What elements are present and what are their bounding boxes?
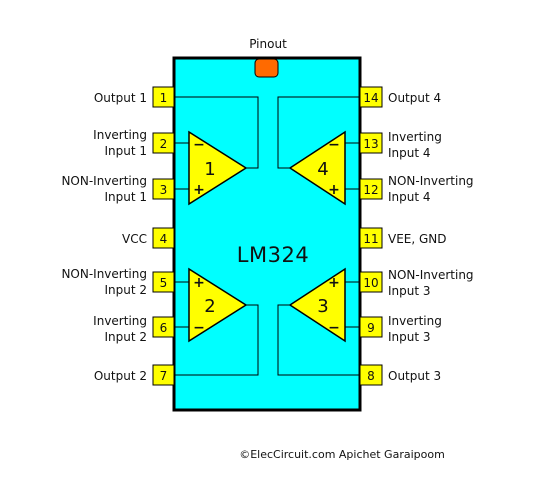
pin-8-box [359,364,383,386]
pin-3: 3 NON-Inverting Input 1 [61,174,175,204]
pin-9-label-line2: Input 3 [388,330,431,344]
right-pins: 14 Output 4 13 Inverting Input 4 12 NON-… [359,86,474,386]
pin-2-label-line1: Inverting [93,128,147,142]
pin-14-number: 14 [363,91,378,105]
wire-opamp2-output [174,304,259,376]
pin-2-label-line2: Input 1 [104,144,147,158]
pin-13-number: 13 [363,137,378,151]
ic-notch [254,58,279,78]
opamp-3-label: 3 [317,296,328,317]
pin-14-label: Output 4 [388,91,441,105]
pin-10-number: 10 [363,276,378,290]
opamp-4-label: 4 [317,159,328,180]
pin-12-label-line1: NON-Inverting [388,174,474,188]
pin-7-number: 7 [160,369,168,383]
pin-9-number: 9 [367,321,375,335]
pin-5: 5 NON-Inverting Input 2 [61,267,175,297]
opamp-2-bottom-sign: − [193,320,205,336]
pin-10-box [359,271,383,293]
pin-4-label: VCC [122,232,147,246]
pin-4-box [152,227,175,249]
pin-13-label-line1: Inverting [388,130,442,144]
opamp-1-symbol [188,130,248,206]
opamp-3-top-sign: + [328,275,340,291]
pin-9-box [359,316,383,338]
pin-14-box [359,86,383,108]
pin-3-label-line2: Input 1 [104,190,147,204]
pin-8-number: 8 [367,369,375,383]
pin-2-box [152,132,175,154]
opamp-4-symbol [288,130,346,206]
pin-3-box [152,178,175,200]
pin-6-box [152,316,175,338]
opamp-1-bottom-sign: + [193,182,205,198]
pin-6: 6 Inverting Input 2 [93,314,175,344]
pin-7: 7 Output 2 [94,364,175,386]
pin-11: 11 VEE, GND [359,227,447,249]
pin-4-number: 4 [160,232,168,246]
wire-opamp1-output [174,96,259,169]
pin-1-label: Output 1 [94,91,147,105]
internal-wiring [174,96,360,376]
pin-5-box [152,271,175,293]
pin-6-label-line1: Inverting [93,314,147,328]
pin-8: 8 Output 3 [359,364,441,386]
pin-12-box [359,178,383,200]
pin-11-box [359,227,383,249]
pin-2-number: 2 [160,137,168,151]
opamp-1-top-sign: − [193,137,205,153]
pin-13-box [359,132,383,154]
pin-13: 13 Inverting Input 4 [359,130,442,160]
pin-12-label-line2: Input 4 [388,190,431,204]
pin-10: 10 NON-Inverting Input 3 [359,268,474,298]
pin-6-label-line2: Input 2 [104,330,147,344]
pin-11-number: 11 [363,232,378,246]
opamp-3: + − 3 [288,267,346,343]
pin-5-number: 5 [160,276,168,290]
ic-body [172,56,362,412]
pin-10-label-line2: Input 3 [388,284,431,298]
pin-10-label-line1: NON-Inverting [388,268,474,282]
opamp-4-bottom-sign: + [328,182,340,198]
pin-3-number: 3 [160,183,168,197]
pin-13-label-line2: Input 4 [388,146,431,160]
pin-9: 9 Inverting Input 3 [359,314,442,344]
opamp-1: − + 1 [188,130,248,206]
pin-4: 4 VCC [122,227,175,249]
pin-1: 1 Output 1 [94,86,175,108]
left-pins: 1 Output 1 2 Inverting Input 1 3 NON-Inv… [61,86,175,386]
pin-1-number: 1 [160,91,168,105]
opamp-3-bottom-sign: − [328,320,340,336]
opamp-2-label: 2 [204,296,215,317]
opamp-1-label: 1 [204,159,215,180]
opamp-4-top-sign: − [328,137,340,153]
opamp-4: − + 4 [288,130,346,206]
pin-9-label-line1: Inverting [388,314,442,328]
chip-name: LM324 [237,243,309,267]
pin-3-label-line1: NON-Inverting [61,174,147,188]
pin-2: 2 Inverting Input 1 [93,128,175,158]
wire-opamp4-output [277,96,360,169]
pin-14: 14 Output 4 [359,86,441,108]
pin-5-label-line2: Input 2 [104,283,147,297]
pin-1-box [152,86,175,108]
opamp-2-top-sign: + [193,275,205,291]
diagram-title: Pinout [249,37,287,51]
pin-7-label: Output 2 [94,369,147,383]
pin-8-label: Output 3 [388,369,441,383]
pin-7-box [152,364,175,386]
pin-5-label-line1: NON-Inverting [61,267,147,281]
opamp-2: + − 2 [188,267,248,343]
opamp-3-symbol [288,267,346,343]
opamp-2-symbol [188,267,248,343]
pin-12-number: 12 [363,183,378,197]
wire-opamp3-output [277,304,360,376]
credit-text: ©ElecCircuit.com Apichet Garaipoom [239,448,445,461]
pin-12: 12 NON-Inverting Input 4 [359,174,474,204]
pin-11-label: VEE, GND [388,232,447,246]
pin-6-number: 6 [160,321,168,335]
